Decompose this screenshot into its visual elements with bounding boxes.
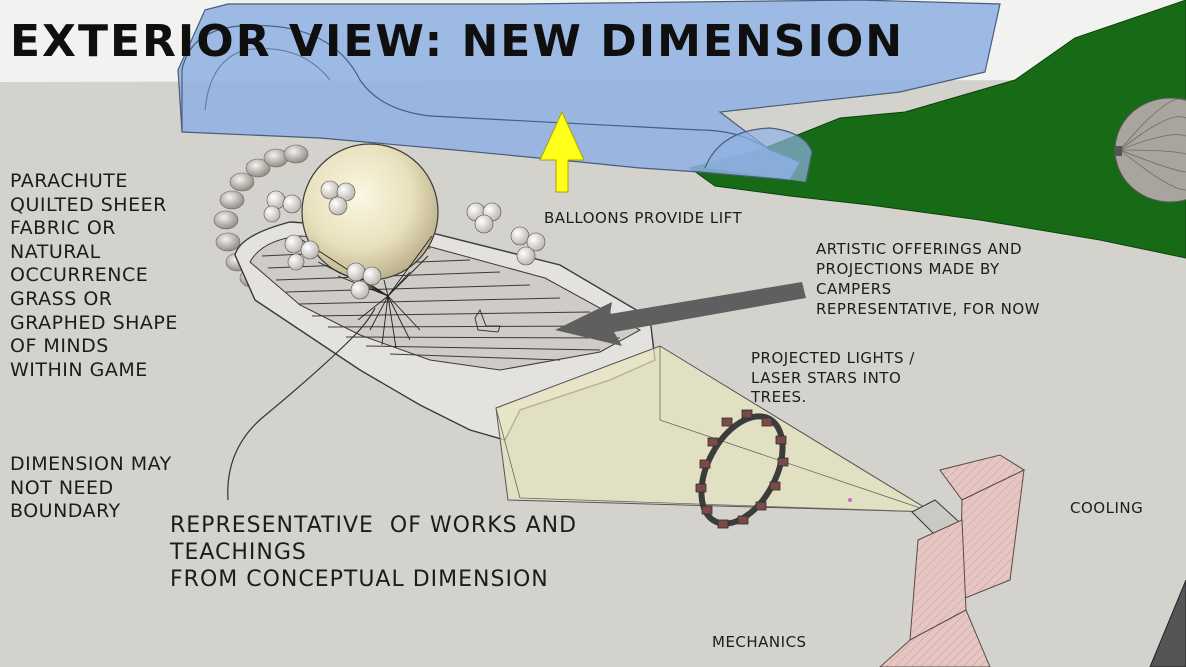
pointer-arrow xyxy=(555,282,806,346)
page-title: EXTERIOR VIEW: NEW DIMENSION xyxy=(10,16,905,67)
big-balloon xyxy=(301,143,439,349)
machinery xyxy=(879,454,1186,667)
projected-lights-annotation: PROJECTED LIGHTS / LASER STARS INTO TREE… xyxy=(751,349,915,406)
representative-annotation: REPRESENTATIVE OF WORKS AND TEACHINGS FR… xyxy=(170,513,578,592)
blue-canopy xyxy=(177,0,1001,183)
cooling-annotation: COOLING xyxy=(1070,499,1144,517)
boundary-curve xyxy=(227,307,376,501)
mechanics-annotation: MECHANICS xyxy=(712,633,807,651)
green-hill xyxy=(688,0,1186,259)
stars-ring xyxy=(695,409,789,529)
parachute-annotation: PARACHUTE QUILTED SHEER FABRIC OR NATURA… xyxy=(10,170,178,381)
lift-arrow xyxy=(539,110,585,193)
dimension-boundary-annotation: DIMENSION MAY NOT NEED BOUNDARY xyxy=(10,453,172,523)
artistic-offerings-annotation: ARTISTIC OFFERINGS AND PROJECTIONS MADE … xyxy=(816,240,1041,318)
balloons-annotation: BALLOONS PROVIDE LIFT xyxy=(544,209,743,227)
far-balloon xyxy=(1114,97,1186,203)
small-balloons xyxy=(263,180,546,300)
